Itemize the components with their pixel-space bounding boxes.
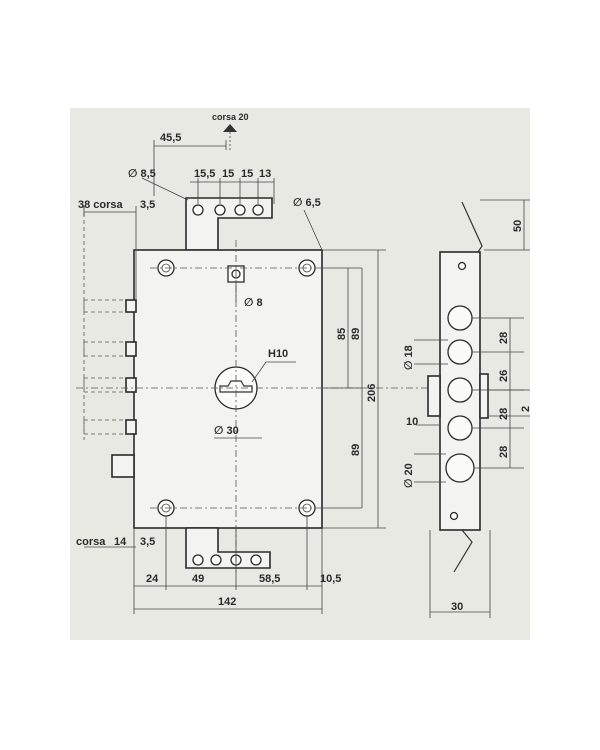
- side-10: 10: [406, 416, 418, 428]
- side-dia-18: ∅ 18: [403, 345, 415, 370]
- faceplate-screw-top: [457, 261, 467, 271]
- bolt-3: [125, 377, 137, 393]
- dim-45-ext: [153, 140, 227, 196]
- bolt-1-travel: [83, 299, 126, 313]
- side-28-b: 28: [498, 408, 510, 420]
- dim-85: 85: [336, 328, 348, 340]
- front-view: corsa 20 45,5 ∅ 8,5 15,5 15 15 13 ∅ 6,5 …: [76, 112, 440, 614]
- bottom-tab-hole-2: [210, 554, 222, 566]
- dim-206: 206: [366, 384, 378, 402]
- bottom-tab-hole-4: [250, 554, 262, 566]
- dim-24: 24: [146, 573, 159, 585]
- dim-15-a: 15: [222, 168, 234, 180]
- dim-45-5: 45,5: [160, 132, 181, 144]
- right-dim-ext: [322, 249, 386, 529]
- side-bolt-3: [447, 377, 473, 403]
- bolt-2: [125, 341, 137, 357]
- dim-49: 49: [192, 573, 204, 585]
- side-30-ext: [429, 530, 491, 618]
- top-tab-hole-3: [234, 204, 246, 216]
- corsa-38: 38 corsa: [78, 199, 124, 211]
- side-28-c: 28: [498, 446, 510, 458]
- side-bolt-1: [447, 305, 473, 331]
- side-dia-20-ext: [414, 453, 446, 483]
- faceplate-right-boss: [479, 373, 489, 419]
- dia-8-5-leader: [141, 177, 189, 201]
- dim-15-5: 15,5: [194, 168, 215, 180]
- side-view: 50 28 26 28 28 2 ∅ 18 10 ∅ 20 30: [403, 199, 532, 618]
- dim-10-5: 10,5: [320, 573, 341, 585]
- dia-6-5-leader: [303, 209, 323, 251]
- faceplate: [439, 251, 481, 531]
- dim-89-top: 89: [350, 328, 362, 340]
- side-26: 26: [498, 370, 510, 382]
- bolt-1: [125, 299, 137, 313]
- faceplate-screw-bottom: [449, 511, 459, 521]
- bottom-bolt-plate: [185, 527, 271, 569]
- side-bolt-4: [447, 415, 473, 441]
- corsa-20-label: corsa 20: [212, 112, 249, 122]
- side-28-a: 28: [498, 332, 510, 344]
- corsa-14-label: corsa: [76, 536, 106, 548]
- key-h10: H10: [268, 348, 288, 360]
- corsa-arrow-head: [223, 124, 237, 132]
- side-dia-18-ext: [414, 339, 448, 365]
- dim-89-bot: 89: [350, 444, 362, 456]
- dim-3-5-bot: 3,5: [140, 536, 155, 548]
- latch: [111, 454, 135, 478]
- dia-6-5: ∅ 6,5: [293, 197, 321, 209]
- faceplate-left-boss: [427, 375, 441, 417]
- keyhole-profile: [219, 380, 253, 393]
- dim-15-b: 15: [241, 168, 253, 180]
- top-tab-hole-2: [214, 204, 226, 216]
- bottom-dim-ext: [133, 516, 323, 614]
- dim-14: 14: [114, 536, 127, 548]
- dim-3-5-top: 3,5: [140, 199, 155, 211]
- side-30: 30: [451, 601, 463, 613]
- bottom-rod-hook: [453, 529, 473, 573]
- side-50: 50: [512, 220, 524, 232]
- dim-hole-spacing-ext: [197, 178, 275, 204]
- bolt-4: [125, 419, 137, 435]
- h10-leader: [251, 361, 296, 383]
- side-2: 2: [520, 406, 532, 412]
- dim-142: 142: [218, 596, 236, 608]
- dia-30: ∅ 30: [214, 425, 239, 437]
- side-dia-20: ∅ 20: [403, 463, 415, 488]
- side-2-ext: [488, 389, 530, 417]
- dia-8-5: ∅ 8,5: [128, 168, 156, 180]
- side-bolt-2: [447, 339, 473, 365]
- side-latch: [445, 453, 475, 483]
- dim-13: 13: [259, 168, 271, 180]
- top-tab-hole-1: [192, 204, 204, 216]
- top-tab-hole-4: [252, 204, 264, 216]
- dia-8: ∅ 8: [244, 297, 263, 309]
- side-50-ext: [480, 199, 530, 251]
- dim-58-5: 58,5: [259, 573, 280, 585]
- bottom-tab-hole-1: [192, 554, 204, 566]
- dim-38-line: [83, 206, 136, 216]
